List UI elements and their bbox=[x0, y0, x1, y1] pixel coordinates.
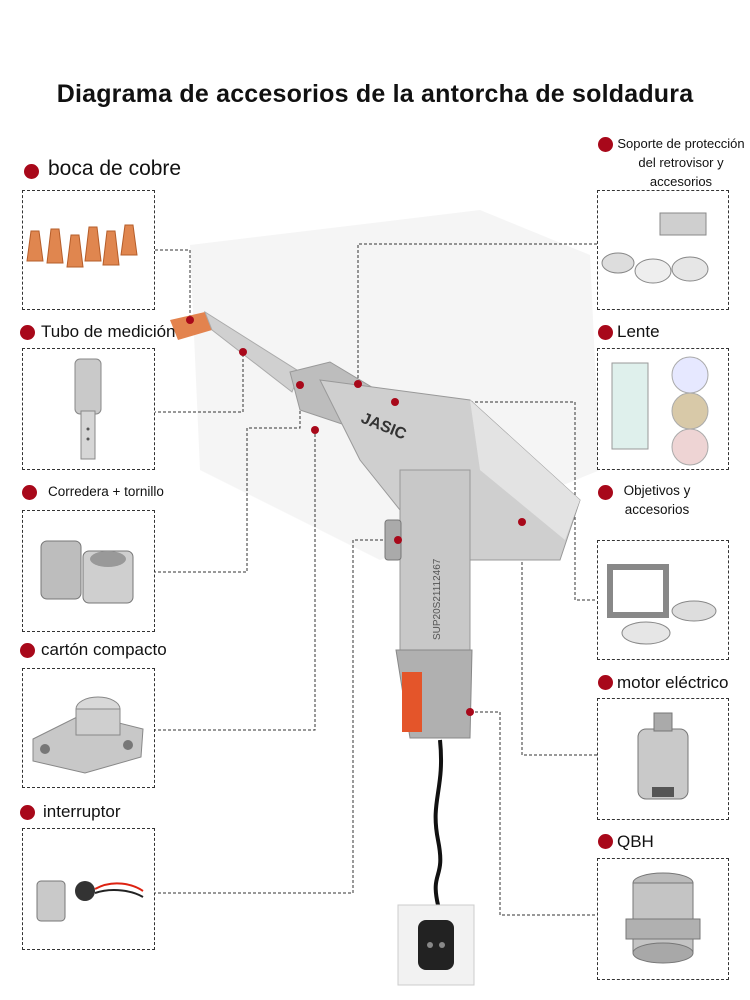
switch-image bbox=[36, 880, 144, 922]
anchor-nozzle bbox=[186, 316, 194, 324]
bullet-dot bbox=[598, 834, 613, 849]
image-box-objetivos-accesorios bbox=[597, 540, 729, 660]
label-qbh: QBH bbox=[617, 832, 654, 851]
leader-motor bbox=[470, 711, 597, 916]
bullet-dot bbox=[598, 325, 613, 340]
power-cable bbox=[397, 739, 475, 986]
image-box-soporte-proteccion bbox=[597, 190, 729, 310]
image-box-carton-compacto bbox=[22, 668, 155, 788]
leader-corredera bbox=[153, 390, 301, 573]
label-corredera-tornillo: Corredera + tornillo bbox=[48, 484, 164, 499]
anchor-switch bbox=[394, 536, 402, 544]
measuring-tube-image bbox=[74, 358, 102, 460]
label-soporte-proteccion: Soporte de protección del retrovisor y a… bbox=[617, 136, 745, 189]
image-box-interruptor bbox=[22, 828, 155, 950]
objectives-image bbox=[607, 564, 717, 645]
label-motor-electrico: motor eléctrico bbox=[617, 673, 729, 692]
leader-lines bbox=[153, 243, 597, 916]
leader-tubo-de-medicion bbox=[153, 352, 244, 413]
label-carton-compacto: cartón compacto bbox=[41, 640, 167, 659]
leader-lente bbox=[395, 401, 597, 601]
slide-screw-image bbox=[40, 540, 134, 604]
anchor-lens bbox=[391, 398, 399, 406]
anchor-points bbox=[186, 316, 526, 716]
anchor-qbh bbox=[466, 708, 474, 716]
anchor-tube bbox=[239, 348, 247, 356]
bullet-dot bbox=[24, 164, 39, 179]
anchor-head bbox=[296, 381, 304, 389]
diagram-title: Diagrama de accesorios de la antorcha de… bbox=[56, 80, 694, 108]
bullet-dot bbox=[20, 643, 35, 658]
bullet-dot bbox=[20, 805, 35, 820]
label-tubo-de-medicion: Tubo de medición bbox=[41, 322, 176, 341]
copper-nozzle bbox=[170, 312, 212, 340]
leader-carton-compacto bbox=[153, 430, 316, 731]
image-box-boca-de-cobre bbox=[22, 190, 155, 310]
welding-torch: JASIC SUP20S21112467 bbox=[170, 310, 581, 739]
bullet-dot bbox=[598, 485, 613, 500]
image-box-motor-electrico bbox=[597, 698, 729, 820]
anchor-protection bbox=[354, 380, 362, 388]
image-box-tubo-de-medicion bbox=[22, 348, 155, 470]
motor-image bbox=[637, 712, 689, 800]
label-interruptor: interruptor bbox=[43, 802, 121, 821]
label-objetivos-accesorios: Objetivos y accesorios bbox=[623, 483, 691, 517]
protection-bracket-image bbox=[601, 212, 709, 284]
leader-boca-de-cobre bbox=[155, 249, 191, 320]
qbh-image bbox=[625, 872, 701, 964]
image-box-qbh bbox=[597, 858, 729, 980]
leader-objetivos bbox=[521, 522, 597, 756]
compact-flange-image bbox=[32, 696, 144, 774]
bullet-dot bbox=[20, 325, 35, 340]
image-box-lente bbox=[597, 348, 729, 470]
anchor-slide bbox=[311, 426, 319, 434]
serial-text: SUP20S21112467 bbox=[432, 558, 443, 640]
anchor-motor-housing bbox=[518, 518, 526, 526]
leader-interruptor bbox=[153, 539, 398, 894]
lens-image bbox=[611, 356, 709, 466]
label-lente: Lente bbox=[617, 322, 660, 341]
bullet-dot bbox=[598, 675, 613, 690]
bullet-dot bbox=[22, 485, 37, 500]
measuring-tube bbox=[203, 310, 301, 393]
copper-nozzles-image bbox=[26, 224, 138, 268]
image-box-corredera-tornillo bbox=[22, 510, 155, 632]
bullet-dot bbox=[598, 137, 613, 152]
label-boca-de-cobre: boca de cobre bbox=[48, 157, 182, 180]
